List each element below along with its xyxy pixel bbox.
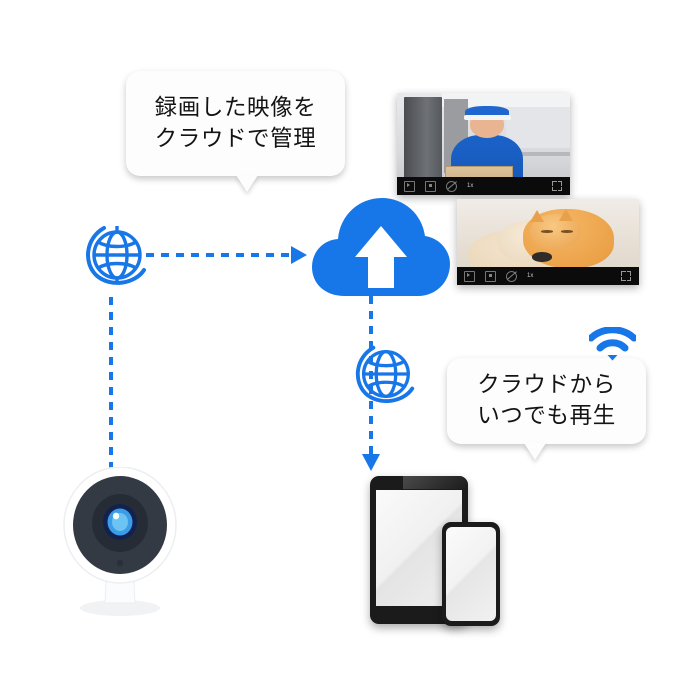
wifi-icon (589, 327, 636, 361)
mute-icon[interactable] (446, 180, 457, 192)
tablet-device[interactable] (370, 476, 468, 624)
bubble-playback-tail (524, 443, 546, 460)
globe-network-icon (86, 226, 146, 285)
mute-icon[interactable] (506, 270, 517, 282)
fullscreen-icon[interactable] (552, 181, 562, 191)
bubble-playback-line1: クラウドから (477, 372, 616, 398)
fullscreen-icon[interactable] (621, 271, 631, 281)
cloud-to-devices-arrow (362, 296, 380, 471)
phone-screen[interactable] (446, 527, 496, 621)
snapshot-icon[interactable] (425, 180, 436, 192)
bubble-playback-message: クラウドから いつでも再生 (447, 358, 646, 460)
bubble-playback-line2: いつでも再生 (477, 403, 616, 429)
smartphone-device[interactable] (442, 522, 500, 626)
video-control-bar: 1x (397, 177, 570, 195)
globe-network-icon (355, 345, 415, 403)
playback-speed-label[interactable]: 1x (527, 272, 534, 279)
delivery-video-thumbnail[interactable]: 1x (397, 93, 570, 195)
play-icon[interactable] (404, 180, 415, 192)
cloud-upload-icon (312, 198, 450, 296)
bubble-upload-tail (236, 175, 258, 192)
bubble-upload-line2: クラウドで管理 (154, 125, 317, 152)
play-icon[interactable] (464, 270, 475, 282)
pets-video-thumbnail[interactable]: 1x (457, 199, 639, 285)
video-control-bar: 1x (457, 267, 639, 285)
security-camera (63, 467, 177, 616)
snapshot-icon[interactable] (485, 270, 496, 282)
tablet-top-bezel (403, 476, 468, 489)
camera-to-globe-arrow (109, 294, 113, 470)
playback-speed-label[interactable]: 1x (467, 182, 474, 189)
bubble-upload-message: 録画した映像を クラウドで管理 (126, 71, 345, 192)
playback-devices (366, 472, 514, 630)
globe-to-cloud-arrow (146, 246, 307, 264)
bubble-upload-line1: 録画した映像を (154, 94, 317, 121)
